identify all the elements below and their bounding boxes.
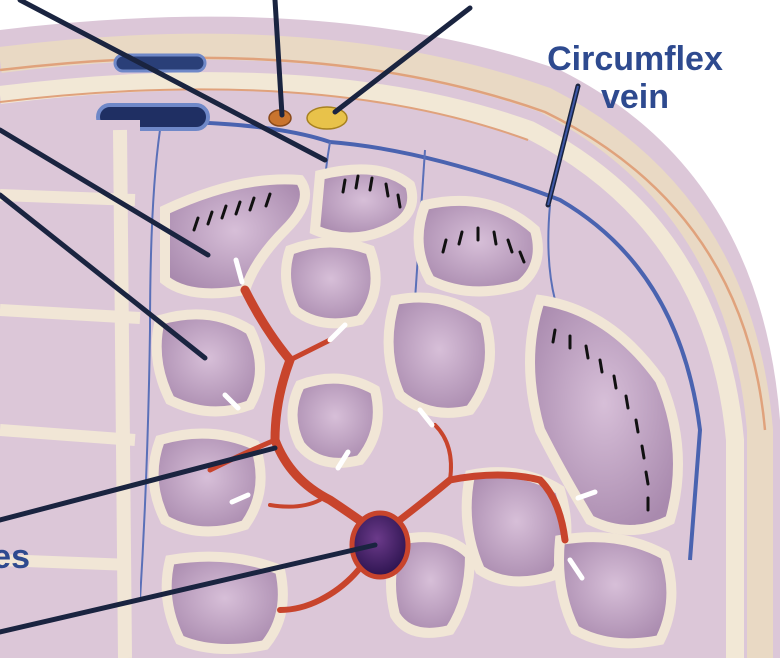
- cyst: [352, 513, 408, 577]
- circumflex-label-line2: vein: [515, 78, 755, 116]
- circumflex-label-line1: Circumflex: [515, 40, 755, 78]
- circumflex-vein-label: Circumflex vein: [515, 40, 755, 116]
- truncated-left-label: es: [0, 538, 30, 576]
